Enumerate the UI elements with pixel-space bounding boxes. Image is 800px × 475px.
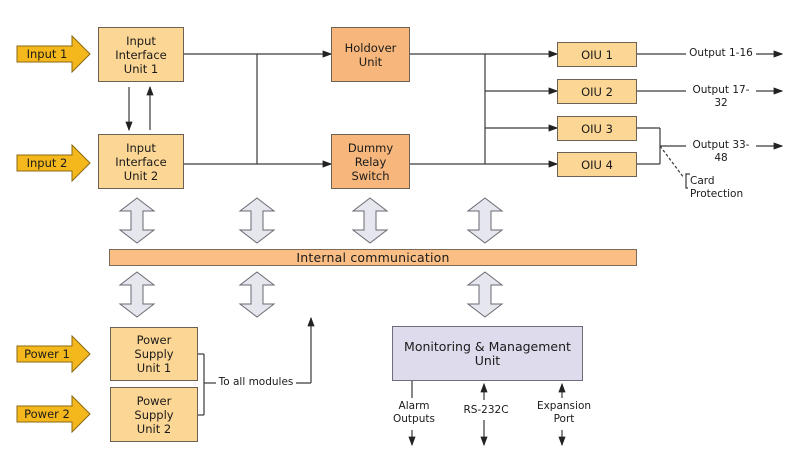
iiu-bus-arrow [118, 197, 156, 244]
oiu-4: OIU 4 [557, 152, 637, 177]
oiu-2: OIU 2 [557, 79, 637, 104]
power-bus-arrow [238, 271, 276, 318]
holdover-unit: Holdover Unit [331, 27, 410, 82]
expansion-port-label: Expansion Port [532, 400, 596, 426]
iiu2-label: Input Interface Unit 2 [115, 140, 167, 183]
power-supply-unit-2: Power Supply Unit 2 [110, 387, 198, 442]
alarm-outputs-label: Alarm Outputs [387, 400, 441, 426]
input-1-arrow [16, 34, 91, 74]
input-interface-unit-1: Input Interface Unit 1 [98, 27, 184, 82]
rs232c-label: RS-232C [459, 404, 513, 417]
bus-label: Internal communication [296, 249, 450, 265]
oiu-3: OIU 3 [557, 116, 637, 141]
psu-bus-arrow [118, 271, 156, 318]
card-protection-label: Card Protection [688, 175, 768, 201]
power-2-label: Power 2 [24, 407, 70, 421]
mmu-bus-arrow [466, 271, 504, 318]
output-1-16-label: Output 1-16 [686, 47, 756, 60]
oiu-3-label: OIU 3 [581, 121, 613, 136]
output-33-48-label: Output 33-48 [686, 139, 756, 165]
oiu-2-label: OIU 2 [581, 84, 613, 99]
crossconnect-bus-arrow [238, 197, 276, 244]
input-1-label: Input 1 [26, 47, 68, 61]
dummy-label: Dummy Relay Switch [347, 140, 394, 183]
oiu-1: OIU 1 [557, 42, 637, 67]
input-interface-unit-2: Input Interface Unit 2 [98, 134, 184, 189]
oiu-4-label: OIU 4 [581, 157, 613, 172]
power-1-label: Power 1 [24, 347, 70, 361]
to-all-modules-label: To all modules [216, 376, 296, 389]
holdover-label: Holdover Unit [344, 40, 397, 69]
power-2-arrow [16, 394, 91, 434]
input-2-arrow [16, 143, 91, 183]
power-1-arrow [16, 334, 91, 374]
dummy-relay-switch: Dummy Relay Switch [331, 134, 410, 189]
relay-bus-arrow [351, 197, 389, 244]
output-17-32-label: Output 17-32 [686, 84, 756, 110]
oiu-1-label: OIU 1 [581, 47, 613, 62]
power-supply-unit-1: Power Supply Unit 1 [110, 327, 198, 381]
iiu1-label: Input Interface Unit 1 [115, 33, 167, 76]
card-protection-leader [659, 145, 685, 179]
monitoring-management-unit: Monitoring & Management Unit [392, 326, 583, 381]
input-2-label: Input 2 [26, 156, 68, 170]
mmu-label: Monitoring & Management Unit [404, 338, 571, 368]
psu1-label: Power Supply Unit 1 [134, 333, 174, 375]
psu2-label: Power Supply Unit 2 [134, 393, 174, 436]
internal-communication-bus: Internal communication [109, 249, 637, 266]
oiu-bus-arrow [466, 197, 504, 244]
